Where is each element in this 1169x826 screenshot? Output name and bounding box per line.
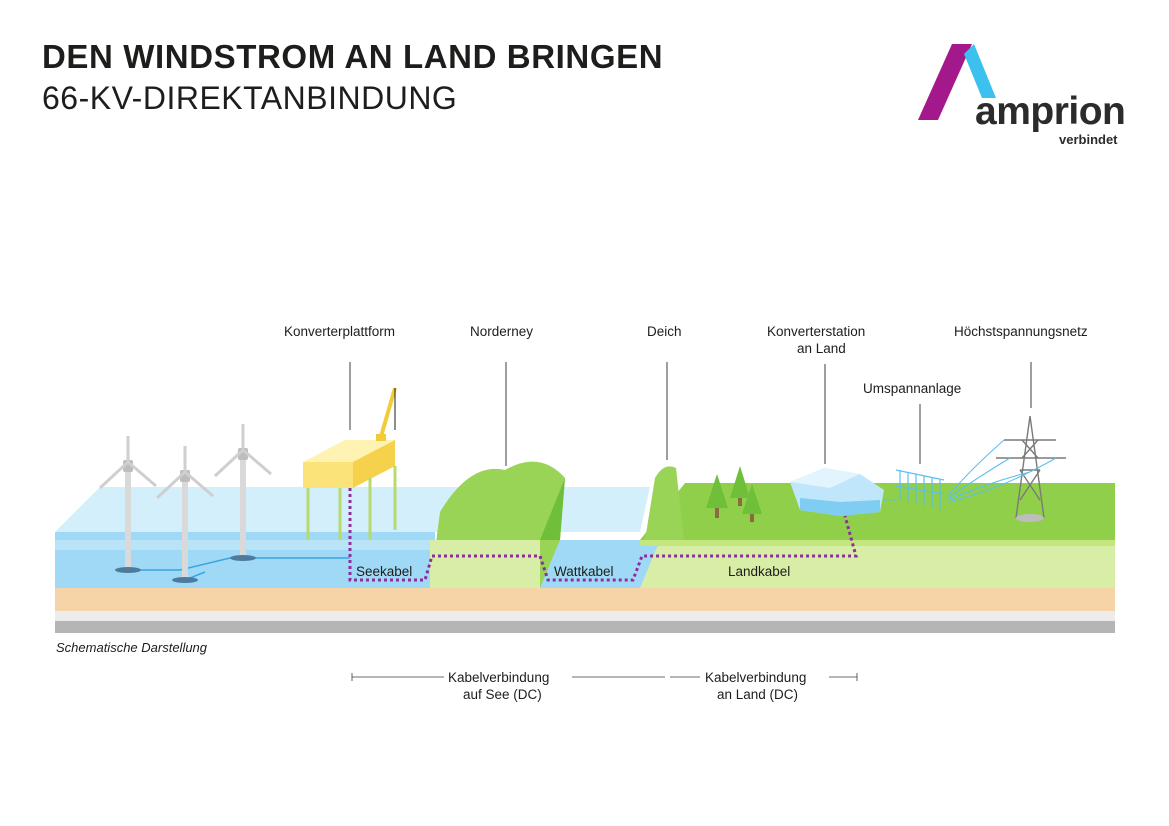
- label-konverterstation-line2: an Land: [797, 341, 846, 356]
- bottom-sea-line1: Kabelverbindung: [448, 670, 550, 685]
- label-norderney: Norderney: [470, 324, 534, 339]
- leader-lines: [349, 362, 1032, 466]
- page-title: DEN WINDSTROM AN LAND BRINGEN: [42, 38, 664, 75]
- power-lines: [947, 439, 1057, 503]
- tree-icon: [730, 466, 750, 506]
- label-deich: Deich: [647, 324, 682, 339]
- norderney-ground: [430, 540, 540, 588]
- logo-cyan-shape: [964, 44, 996, 98]
- wind-turbine-icon: [98, 436, 157, 573]
- norderney-shade: [540, 478, 565, 540]
- label-konverterstation-line1: Konverterstation: [767, 324, 866, 339]
- converter-station-icon: [790, 468, 884, 516]
- bottom-land-line1: Kabelverbindung: [705, 670, 807, 685]
- caption-schematic: Schematische Darstellung: [56, 640, 208, 655]
- label-hoechstspannungsnetz: Höchstspannungsnetz: [954, 324, 1088, 339]
- page-subtitle: 66-KV-DIREKTANBINDUNG: [42, 80, 458, 116]
- deich: [645, 466, 684, 540]
- platform-icon: [303, 387, 397, 540]
- cable-path: [348, 488, 858, 582]
- logo-magenta-shape: [918, 44, 972, 120]
- bracket-lines: [351, 673, 858, 681]
- wind-turbine-icon: [213, 424, 272, 561]
- land-strip: [640, 540, 1115, 546]
- substation-icon: [884, 469, 945, 510]
- tree-icon: [706, 474, 728, 518]
- label-wattkabel: Wattkabel: [554, 564, 614, 579]
- label-umspannanlage: Umspannanlage: [863, 381, 962, 396]
- collector-cable: [128, 557, 350, 571]
- sand-layer: [55, 588, 1115, 611]
- pylon-icon: [996, 415, 1066, 522]
- rock-layer: [55, 621, 1115, 633]
- label-seekabel: Seekabel: [356, 564, 413, 579]
- label-konverterplattform: Konverterplattform: [284, 324, 396, 339]
- amprion-logo-icon: [918, 44, 996, 120]
- logo-brand-text: amprion: [975, 90, 1126, 133]
- tree-icon: [742, 484, 762, 522]
- bottom-sea-line2: auf See (DC): [463, 687, 542, 702]
- white-strip: [55, 611, 1115, 621]
- label-landkabel: Landkabel: [728, 564, 791, 579]
- logo-tagline: verbindet: [1059, 132, 1118, 147]
- wind-turbine-icon: [155, 446, 214, 583]
- watt-water: [540, 540, 660, 588]
- bottom-land-line2: an Land (DC): [717, 687, 799, 702]
